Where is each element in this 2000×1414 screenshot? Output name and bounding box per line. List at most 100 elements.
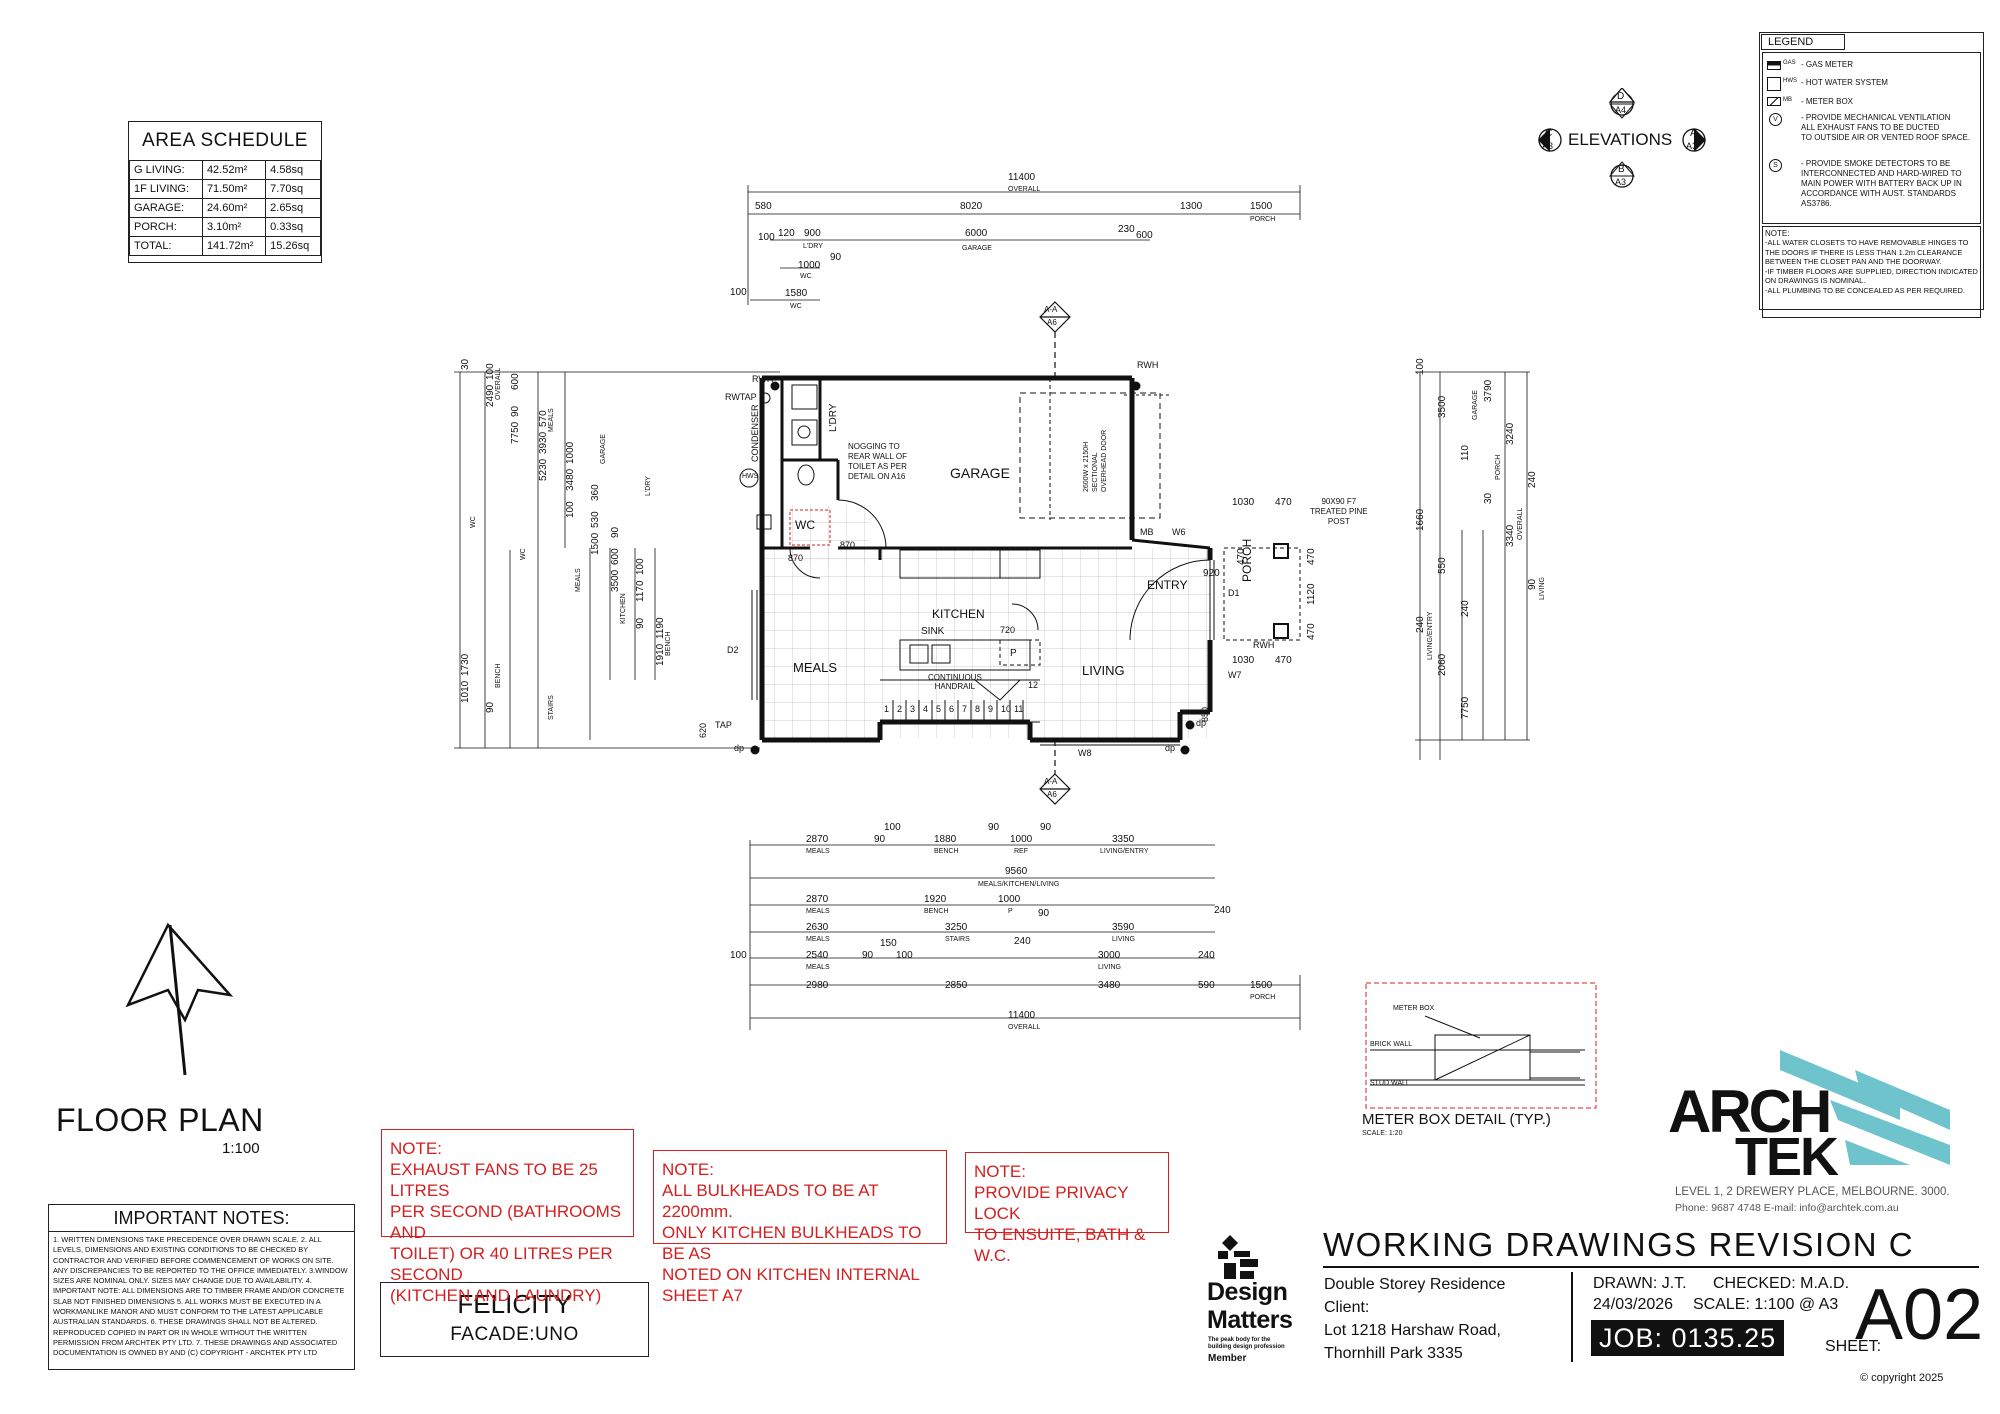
area-schedule-title: AREA SCHEDULE bbox=[142, 130, 308, 151]
dim-b1-1000: 1000 bbox=[1010, 834, 1033, 845]
note-privacy-text: PROVIDE PRIVACY LOCK TO ENSUITE, BATH & … bbox=[974, 1183, 1146, 1265]
dim-b4-240: 240 bbox=[1014, 936, 1031, 947]
important-notes-text: 1. WRITTEN DIMENSIONS TAKE PRECEDENCE OV… bbox=[53, 1235, 348, 1358]
dim-b5-90: 90 bbox=[862, 950, 874, 961]
room-kitchen: KITCHEN bbox=[932, 607, 985, 621]
brick-wall-label: BRICK WALL bbox=[1370, 1041, 1413, 1048]
left-dim-value: 100 bbox=[635, 558, 646, 575]
left-dim-value: 100 bbox=[565, 501, 576, 518]
right-dim-value: 240 bbox=[1415, 616, 1426, 633]
dim-b5-100: 100 bbox=[730, 950, 747, 961]
schedule-cell-sq: 2.65sq bbox=[265, 198, 321, 218]
dim-top-100: 100 bbox=[758, 232, 775, 243]
note-privacy: NOTE: PROVIDE PRIVACY LOCK TO ENSUITE, B… bbox=[965, 1152, 1169, 1265]
design-matters-member: Member bbox=[1208, 1353, 1247, 1364]
dim-b4-meals: MEALS bbox=[806, 936, 830, 943]
legend-note-text: -ALL WATER CLOSETS TO HAVE REMOVABLE HIN… bbox=[1765, 238, 1978, 295]
plan-dim-text: 7 bbox=[962, 704, 968, 714]
dim-b2-lbl: MEALS/KITCHEN/LIVING bbox=[978, 881, 1060, 888]
meter-box-title: METER BOX DETAIL (TYP.) bbox=[1362, 1111, 1551, 1128]
floor-plan-title: FLOOR PLAN bbox=[56, 1102, 264, 1138]
left-dim-value: 3500 bbox=[610, 569, 621, 592]
legend-hws-text: - HOT WATER SYSTEM bbox=[1801, 78, 1888, 87]
copyright: © copyright 2025 bbox=[1860, 1372, 1944, 1384]
company-contact: Phone: 9687 4748 E-mail: info@archtek.co… bbox=[1675, 1202, 1899, 1214]
dim-b2-9560: 9560 bbox=[1005, 866, 1028, 877]
right-dim-value: 110 bbox=[1460, 445, 1471, 461]
dp-label-1: dp bbox=[734, 743, 745, 753]
room-meals: MEALS bbox=[793, 660, 838, 675]
plan-dim-text: 920 bbox=[1203, 568, 1220, 579]
dim-top-1580: 1580 bbox=[785, 288, 808, 299]
design-name-box: FELICITY FACADE:UNO bbox=[380, 1282, 649, 1357]
right-dim-value: 30 bbox=[1483, 492, 1494, 504]
dim-b4-2630: 2630 bbox=[806, 922, 829, 933]
dim-top-garage: GARAGE bbox=[962, 245, 992, 252]
dim-top-wc: WC bbox=[800, 273, 812, 280]
left-dim-value: 1500 bbox=[590, 532, 601, 555]
smoke-detector-icon: S bbox=[1769, 159, 1782, 172]
left-dim-label: BENCH bbox=[665, 631, 672, 656]
design-matters-logo-icon bbox=[1218, 1235, 1258, 1279]
section-markers bbox=[1039, 301, 1071, 805]
elev-a-letter: A bbox=[1690, 128, 1697, 139]
right-dim-value: 240 bbox=[1527, 471, 1538, 488]
d2-label: D2 bbox=[727, 645, 739, 655]
dim-b6-porch: PORCH bbox=[1250, 994, 1276, 1001]
project-type: Double Storey Residence bbox=[1324, 1276, 1506, 1293]
company-address: LEVEL 1, 2 DREWERY PLACE, MELBOURNE. 300… bbox=[1675, 1186, 1950, 1198]
schedule-cell-m2: 71.50m² bbox=[201, 179, 267, 199]
dim-b5-3000: 3000 bbox=[1098, 950, 1121, 961]
room-sink: SINK bbox=[921, 626, 945, 637]
dim-top-overall: 11400 bbox=[1008, 172, 1036, 183]
toilet-icon bbox=[797, 464, 815, 486]
dim-b5-meals: MEALS bbox=[806, 964, 830, 971]
dim-b6-2980: 2980 bbox=[806, 980, 829, 991]
porch-outline bbox=[1223, 547, 1301, 641]
left-dim-value: 530 bbox=[590, 511, 601, 528]
dim-top-6000: 6000 bbox=[965, 228, 988, 239]
hws-icon bbox=[739, 468, 759, 488]
legend-code-gas: GAS bbox=[1783, 60, 1796, 66]
left-dim-value: 30 bbox=[460, 358, 471, 370]
plan-dim-text: 5 bbox=[936, 704, 942, 714]
right-dim-value: 3790 bbox=[1483, 379, 1494, 402]
dim-b1-meals: MEALS bbox=[806, 848, 830, 855]
dim-b5-2540: 2540 bbox=[806, 950, 829, 961]
right-dim-value: 3240 bbox=[1505, 422, 1516, 445]
plan-dim-text: 9 bbox=[988, 704, 994, 714]
section-top-label: A-A bbox=[1044, 305, 1058, 314]
dim-top-1500: 1500 bbox=[1250, 201, 1273, 212]
dp-label-3: dp bbox=[1196, 718, 1207, 728]
dim-top-porch: PORCH bbox=[1250, 216, 1276, 223]
elev-d-sheet: A4 bbox=[1615, 105, 1627, 115]
legend-title: LEGEND bbox=[1761, 34, 1845, 50]
legend-items: GAS - GAS METER HWS - HOT WATER SYSTEM M… bbox=[1762, 52, 1981, 224]
room-wc: WC bbox=[795, 518, 815, 532]
schedule-cell-m2: 141.72m² bbox=[201, 236, 267, 256]
garage-door-note: 2600W x 2150H SECTIONAL OVERHEAD DOOR bbox=[1083, 429, 1108, 492]
left-dim-label: WC bbox=[470, 516, 477, 528]
rwtap-label: RWTAP bbox=[725, 392, 757, 402]
laundry-tub bbox=[791, 419, 818, 446]
left-dim-value: 360 bbox=[590, 484, 601, 501]
elev-c-sheet: A3 bbox=[1542, 141, 1554, 151]
dim-top-overall-lbl: OVERALL bbox=[1008, 186, 1041, 193]
dim-b5-100b: 100 bbox=[896, 950, 913, 961]
right-dim-value: 240 bbox=[1460, 600, 1471, 617]
drawn-by: DRAWN: J.T. bbox=[1593, 1275, 1687, 1292]
elev-b-sheet: A3 bbox=[1615, 177, 1627, 187]
dim-b6-3480: 3480 bbox=[1098, 980, 1121, 991]
dimension-lines bbox=[454, 185, 1530, 1030]
plan-dim-text: 850 bbox=[1200, 706, 1210, 722]
dim-b3-p: P bbox=[1008, 908, 1013, 915]
sheet-number: A02 bbox=[1855, 1275, 1984, 1355]
right-dim-value: 1660 bbox=[1415, 508, 1426, 531]
dim-b6-2850: 2850 bbox=[945, 980, 968, 991]
dim-b4-240b: 240 bbox=[1214, 905, 1231, 916]
left-dim-label: GARAGE bbox=[600, 434, 607, 464]
left-dim-value: 600 bbox=[510, 373, 521, 390]
